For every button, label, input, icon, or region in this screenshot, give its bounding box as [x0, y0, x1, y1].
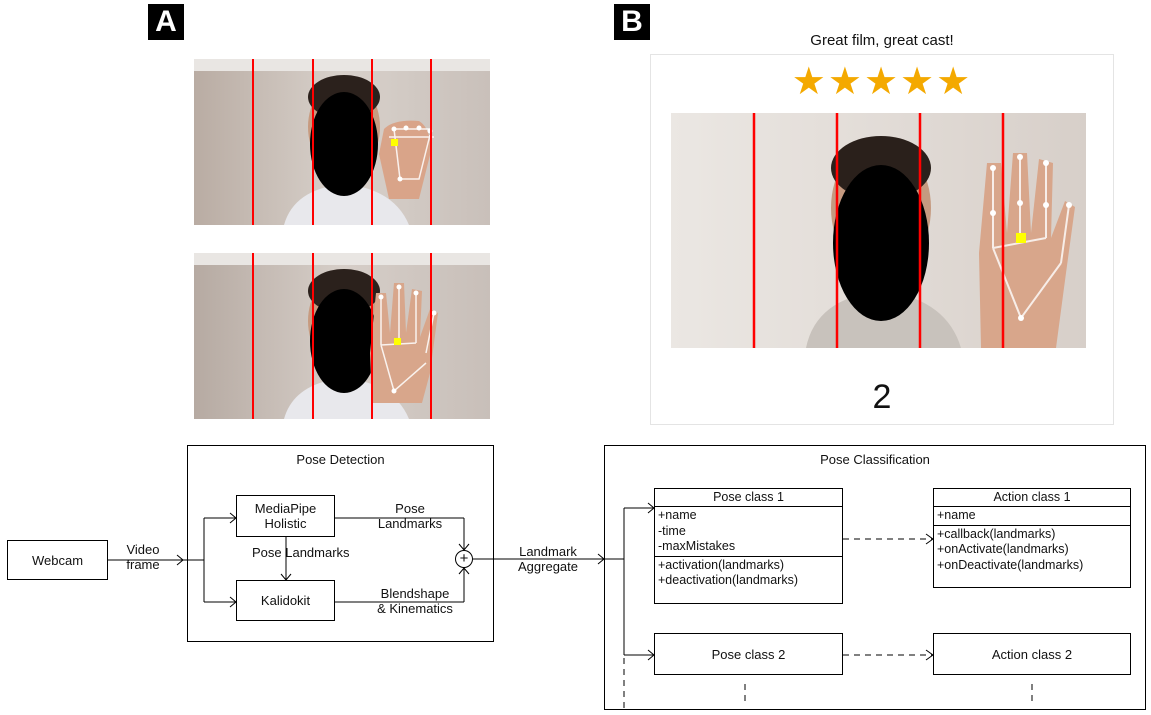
mediapipe-line-2: Holistic — [264, 516, 307, 531]
panel-label-a: A — [148, 4, 184, 40]
mediapipe-holistic-label: MediaPipe Holistic — [237, 501, 334, 531]
review-title: Great film, great cast! — [810, 32, 954, 49]
method: +deactivation(landmarks) — [658, 573, 798, 587]
pose-landmarks-line-1: Pose — [395, 501, 425, 516]
pose-class-2: Pose class 2 — [654, 633, 843, 675]
pose-classification-title: Pose Classification — [820, 452, 930, 467]
pose-landmarks-vertical-label: Pose Landmarks — [252, 545, 350, 560]
pose-class-1: Pose class 1 +name -time -maxMistakes +a… — [654, 488, 843, 604]
star-icon: ★ — [900, 61, 937, 103]
webcam-box: Webcam — [7, 540, 108, 580]
action-class-1: Action class 1 +name +callback(landmarks… — [933, 488, 1131, 588]
webcam-label: Webcam — [31, 553, 84, 568]
rating-card: ★★★★★ 2 — [650, 54, 1114, 425]
pose-landmarks-right-label: Pose Landmarks — [365, 501, 455, 531]
action-class-2: Action class 2 — [933, 633, 1131, 675]
webcam-photo-bottom — [194, 253, 490, 419]
pose-class-1-name: Pose class 1 — [655, 489, 842, 507]
pose-class-1-attributes: +name -time -maxMistakes — [655, 507, 842, 557]
attribute: +name — [658, 508, 697, 522]
panel-label-b: B — [614, 4, 650, 40]
plus-icon: + — [459, 550, 469, 567]
blendshape-line-1: Blendshape — [380, 586, 450, 601]
arrowhead — [176, 554, 184, 566]
action-class-1-methods: +callback(landmarks) +onActivate(landmar… — [934, 526, 1130, 575]
action-class-1-attributes: +name — [934, 507, 1130, 526]
mediapipe-line-1: MediaPipe — [254, 501, 317, 516]
landmark-aggregate-line-1: Landmark — [519, 544, 577, 559]
pose-landmarks-line-2: Landmarks — [377, 516, 443, 531]
video-frame-line-2: frame — [126, 557, 160, 572]
method: +callback(landmarks) — [937, 526, 1056, 541]
action-class-2-name: Action class 2 — [991, 647, 1073, 662]
method: +activation(landmarks) — [658, 557, 785, 572]
pose-detection-title: Pose Detection — [296, 452, 385, 467]
star-icon: ★ — [863, 61, 901, 103]
star-icon: ★ — [791, 61, 828, 103]
attribute: +name — [937, 508, 976, 522]
star-icon: ★ — [936, 61, 973, 103]
video-frame-line-1: Video — [126, 542, 160, 557]
pose-class-2-name: Pose class 2 — [711, 647, 786, 662]
star-rating: ★★★★★ — [651, 61, 1113, 103]
landmark-aggregate-label: Landmark Aggregate — [506, 544, 590, 574]
mediapipe-holistic-box: MediaPipe Holistic — [236, 495, 335, 537]
count-value: 2 — [872, 378, 892, 416]
method: +onActivate(landmarks) — [937, 542, 1069, 556]
attribute: -maxMistakes — [658, 539, 736, 553]
attribute: -time — [658, 523, 686, 538]
star-icon: ★ — [827, 61, 864, 103]
blendshape-kinematics-label: Blendshape & Kinematics — [365, 586, 465, 616]
kalidokit-label: Kalidokit — [260, 593, 311, 608]
action-class-1-name: Action class 1 — [934, 489, 1130, 507]
video-frame-label: Video frame — [118, 542, 168, 572]
landmark-aggregate-line-2: Aggregate — [518, 559, 578, 574]
kalidokit-box: Kalidokit — [236, 580, 335, 621]
method: +onDeactivate(landmarks) — [937, 557, 1084, 572]
webcam-photo-top — [194, 59, 490, 225]
pose-class-1-methods: +activation(landmarks) +deactivation(lan… — [655, 557, 842, 590]
webcam-photo-large — [671, 113, 1086, 348]
blendshape-line-2: & Kinematics — [377, 601, 453, 616]
